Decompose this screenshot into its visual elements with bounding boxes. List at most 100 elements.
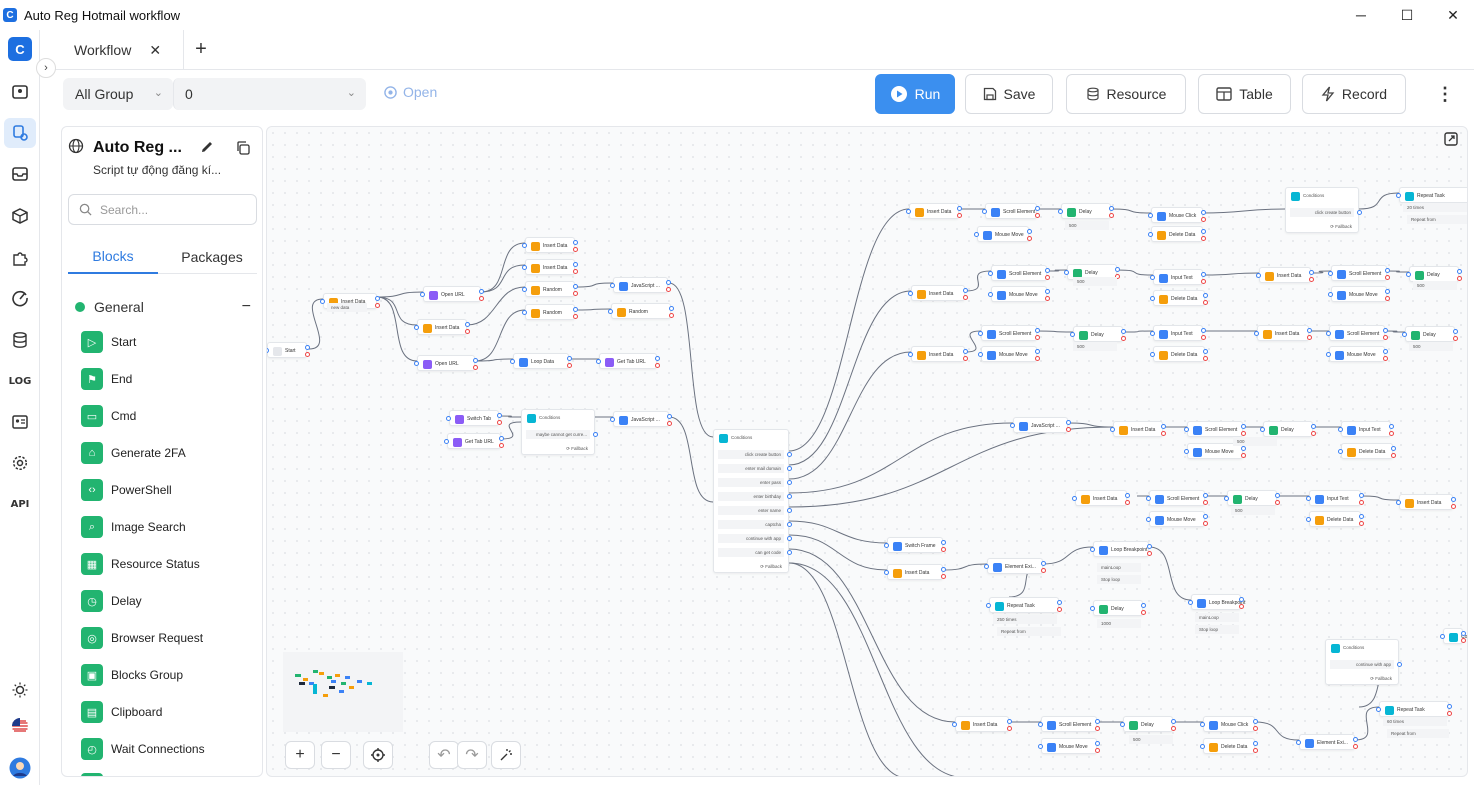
tab-blocks[interactable]: Blocks — [68, 240, 158, 274]
output-port[interactable] — [1451, 497, 1456, 502]
node-delete-data[interactable]: Delete Data — [1341, 443, 1393, 459]
connection-edge[interactable] — [788, 208, 910, 452]
delay-value-field[interactable]: 500 — [1073, 342, 1117, 351]
error-port[interactable] — [1383, 335, 1388, 340]
connection-edge[interactable] — [1036, 330, 1074, 333]
node-repeat-task[interactable]: Repeat Task — [1399, 187, 1467, 203]
node-insert-data[interactable]: Insert Data — [1075, 490, 1127, 506]
error-port[interactable] — [573, 314, 578, 319]
node-insert-data[interactable]: Insert Data — [911, 285, 965, 301]
loop-id-field[interactable]: mainLoop — [1195, 613, 1239, 622]
puzzle-icon[interactable] — [8, 246, 32, 270]
fullscreen-icon[interactable] — [1443, 131, 1459, 150]
repeat-from-label[interactable]: Repeat from — [1387, 729, 1449, 738]
error-port[interactable] — [1121, 336, 1126, 341]
block-item-cmd[interactable]: ▭Cmd — [81, 405, 136, 427]
repeat-from-label[interactable]: Repeat from — [1407, 215, 1467, 224]
input-port[interactable] — [420, 292, 425, 297]
error-port[interactable] — [1147, 551, 1152, 556]
output-port[interactable] — [1041, 561, 1046, 566]
error-port[interactable] — [957, 213, 962, 218]
input-port[interactable] — [522, 287, 527, 292]
error-port[interactable] — [1275, 500, 1280, 505]
node-conditions[interactable]: Conditions — [1443, 628, 1467, 644]
undo-icon[interactable]: ↶ — [429, 741, 459, 769]
node-scroll-element[interactable]: Scroll Element — [991, 265, 1047, 281]
output-port[interactable] — [963, 349, 968, 354]
node-delay[interactable]: Delay — [1123, 716, 1173, 732]
input-port[interactable] — [1146, 496, 1151, 501]
output-port[interactable] — [1275, 493, 1280, 498]
connection-edge[interactable] — [480, 242, 526, 293]
duplicate-icon[interactable] — [235, 140, 251, 156]
error-port[interactable] — [573, 269, 578, 274]
error-port[interactable] — [1066, 427, 1071, 432]
output-port[interactable] — [1241, 424, 1246, 429]
input-port[interactable] — [1224, 496, 1229, 501]
output-port[interactable] — [963, 288, 968, 293]
node-loop-breakpoint[interactable]: Loop Breakpoint — [1093, 541, 1149, 557]
node-delay[interactable]: Delay — [1409, 266, 1459, 282]
input-port[interactable] — [522, 310, 527, 315]
edit-pencil-icon[interactable] — [200, 140, 214, 154]
delay-value-field[interactable]: 500 — [1231, 506, 1275, 515]
connection-edge[interactable] — [500, 421, 522, 440]
output-port[interactable] — [1383, 328, 1388, 333]
input-port[interactable] — [1090, 547, 1095, 552]
run-button[interactable]: Run — [875, 74, 955, 114]
collapse-group-icon[interactable]: − — [241, 298, 251, 315]
connection-edge[interactable] — [788, 548, 956, 723]
output-port[interactable] — [1095, 741, 1100, 746]
connection-edge[interactable] — [1204, 272, 1260, 276]
condition-row[interactable]: continue with app — [1330, 660, 1394, 669]
block-search-input[interactable]: Search... — [68, 194, 257, 225]
node-insert-data[interactable]: Insert Data — [1113, 421, 1163, 437]
settings-gear-icon[interactable] — [8, 451, 32, 475]
node-insert-data[interactable]: Insert Data — [887, 564, 943, 580]
connection-edge[interactable] — [474, 309, 526, 362]
input-port[interactable] — [1338, 449, 1343, 454]
node-loop-breakpoint[interactable]: Loop Breakpoint — [1191, 594, 1245, 610]
error-port[interactable] — [655, 363, 660, 368]
output-port[interactable] — [1161, 424, 1166, 429]
node-element-exi[interactable]: Element Exi... — [987, 558, 1043, 574]
node-get-tab-url[interactable]: Get Tab URL — [447, 433, 501, 449]
group-general-header[interactable]: General − — [75, 298, 255, 315]
output-port[interactable] — [1389, 424, 1394, 429]
group-select[interactable]: All Group ⌄ — [63, 78, 173, 110]
error-port[interactable] — [1241, 453, 1246, 458]
error-port[interactable] — [1201, 335, 1206, 340]
output-port[interactable] — [941, 567, 946, 572]
condition-row[interactable]: click create button — [718, 450, 784, 459]
connection-edge[interactable] — [668, 282, 714, 438]
output-port[interactable] — [1241, 446, 1246, 451]
output-port[interactable] — [1035, 349, 1040, 354]
workflow-icon[interactable] — [4, 118, 36, 148]
block-item-browser-request[interactable]: ◎Browser Request — [81, 627, 203, 649]
node-start[interactable]: Start — [267, 342, 307, 358]
condition-output-port[interactable] — [787, 466, 792, 471]
node-delay[interactable]: Delay — [1227, 490, 1277, 506]
connection-edge[interactable] — [788, 562, 907, 777]
condition-output-port[interactable] — [787, 536, 792, 541]
node-delete-data[interactable]: Delete Data — [1151, 226, 1203, 242]
add-tab-button[interactable]: + — [195, 37, 207, 60]
error-port[interactable] — [1171, 726, 1176, 731]
node-javascript[interactable]: JavaScript ... — [1013, 417, 1068, 433]
node-insert-data[interactable]: Insert Data — [525, 237, 575, 253]
input-port[interactable] — [1328, 292, 1333, 297]
input-port[interactable] — [1150, 352, 1155, 357]
output-port[interactable] — [1035, 328, 1040, 333]
input-port[interactable] — [1150, 331, 1155, 336]
input-port[interactable] — [1376, 707, 1381, 712]
node-repeat-task[interactable]: Repeat Task — [989, 597, 1059, 613]
connection-edge[interactable] — [574, 308, 612, 311]
input-port[interactable] — [522, 243, 527, 248]
node-insert-data[interactable]: Insert Data — [911, 346, 965, 362]
condition-row[interactable]: continue with app — [718, 534, 784, 543]
connection-edge[interactable] — [788, 534, 888, 571]
node-delete-data[interactable]: Delete Data — [1153, 290, 1205, 306]
output-port[interactable] — [1359, 514, 1364, 519]
